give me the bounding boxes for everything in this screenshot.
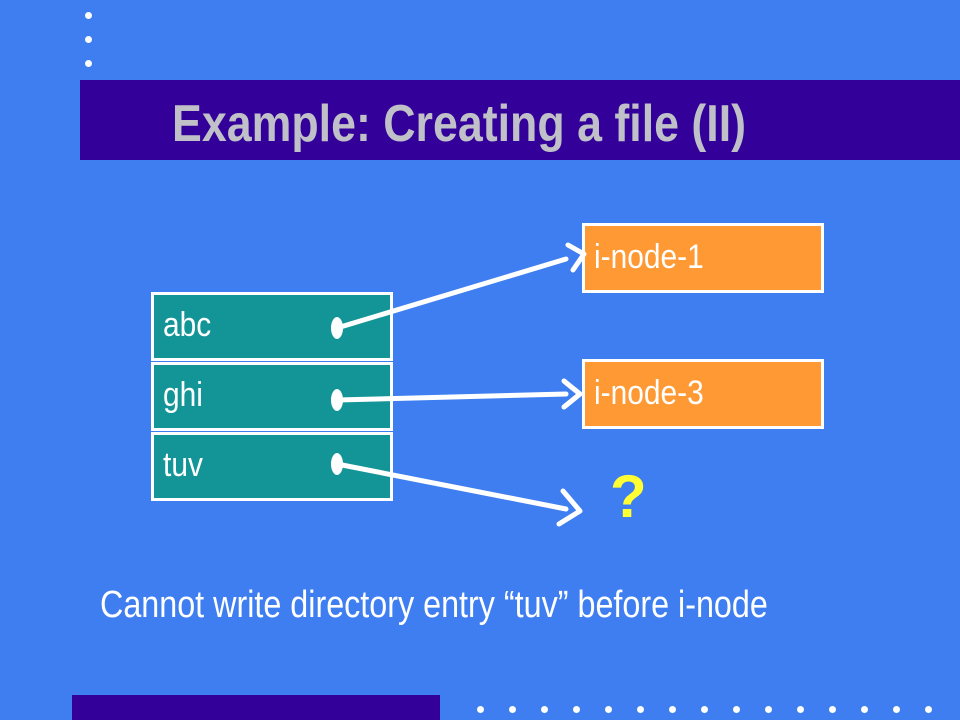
decorative-dot	[477, 706, 484, 713]
decorative-dot	[541, 706, 548, 713]
decorative-dot	[925, 706, 932, 713]
decorative-dot	[669, 706, 676, 713]
decorative-dot	[733, 706, 740, 713]
inode-box-1: i-node-1	[582, 223, 824, 293]
slide-title: Example: Creating a file (II)	[172, 95, 747, 153]
slide-caption: Cannot write directory entry “tuv” befor…	[100, 584, 768, 626]
bottom-band	[72, 695, 440, 720]
directory-entry-label: ghi	[163, 376, 203, 414]
directory-entry-ghi: ghi	[151, 362, 393, 431]
inode-label: i-node-1	[594, 238, 704, 276]
pointer-arrow-ghi-to-inode-3	[331, 378, 583, 411]
decorative-dot	[573, 706, 580, 713]
decorative-dot	[509, 706, 516, 713]
missing-inode-question-mark: ?	[610, 463, 647, 530]
directory-entry-label: abc	[163, 306, 212, 344]
decorative-dot	[765, 706, 772, 713]
decorative-dot	[701, 706, 708, 713]
decorative-dot	[829, 706, 836, 713]
decorative-dot	[85, 36, 92, 43]
pointer-arrow-tuv-to-missing	[331, 453, 583, 527]
directory-entry-label: tuv	[163, 446, 203, 484]
title-band	[80, 80, 960, 160]
directory-entry-abc: abc	[151, 292, 393, 361]
inode-box-3: i-node-3	[582, 359, 824, 429]
decorative-dot	[605, 706, 612, 713]
pointer-arrow-abc-to-inode-1	[331, 242, 587, 339]
decorative-dot	[85, 60, 92, 67]
decorative-dot	[861, 706, 868, 713]
decorative-dot	[893, 706, 900, 713]
decorative-dot	[637, 706, 644, 713]
decorative-dot	[797, 706, 804, 713]
inode-label: i-node-3	[594, 374, 704, 412]
decorative-dot	[85, 12, 92, 19]
